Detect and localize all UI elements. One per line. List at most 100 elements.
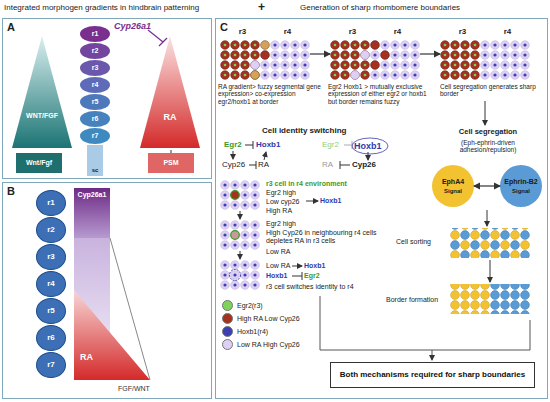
legend-swatch [222, 313, 233, 324]
node-text: r4 [284, 28, 292, 37]
flow-arrow [420, 53, 440, 54]
cell-grid: r3 r4 [220, 28, 310, 80]
node-text: r4 [504, 28, 512, 37]
coexpress-cell [261, 41, 270, 50]
rhombomere: r4 [36, 271, 66, 297]
cell-grid: r3 r4 [440, 28, 530, 80]
coexpress-cell [251, 71, 260, 80]
fuzzy-cell [361, 51, 370, 60]
r4-cells [260, 40, 310, 80]
step-note: Low cyp26 [266, 198, 326, 206]
r3-cell [231, 191, 240, 200]
spinal-cord-box: sc [87, 145, 103, 176]
rhombomere: r3 [36, 244, 66, 270]
rhombomere: r1 [80, 26, 110, 42]
cell-circle: EphA4Signal [432, 165, 474, 207]
node-text: r1 [47, 199, 55, 208]
source-box: PSM [148, 153, 194, 173]
inhibition-line [292, 276, 302, 277]
legend-text: Hoxb1(r4) [237, 328, 268, 335]
fuzzy-cell [261, 51, 270, 60]
gradient-line [110, 238, 150, 380]
panel-frame: Ar1r2r3r4r5r6r7scWnt/FgfPSM [2, 18, 212, 179]
node-text: Ephrin-B2 [504, 178, 537, 186]
flow-arrow [310, 53, 330, 54]
rhombomere: r7 [80, 128, 110, 144]
node-text: r3 [239, 28, 247, 37]
node-text: Both mechanisms required for sharp bound… [340, 371, 525, 380]
section-note: (Eph-ephrin-driven adhesion/repulsion) [432, 139, 544, 154]
step-note: Cell sorting [396, 238, 450, 246]
node-text: Signal [512, 188, 530, 195]
fuzzy-cell [371, 61, 380, 70]
flow-arrow [474, 185, 500, 186]
cell-circle: Ephrin-B2Signal [500, 165, 542, 207]
fuzzy-cell [371, 41, 380, 50]
r4-cells [220, 260, 260, 290]
gradient-label: RA [80, 352, 104, 362]
node-text: r2 [47, 226, 55, 235]
section-heading: Cell identity switching [262, 127, 372, 136]
legend-text: Low RA High Cyp26 [237, 341, 300, 348]
activation-arrow [233, 151, 234, 159]
step-note: Border formation [386, 296, 450, 304]
inhibition-bar [256, 161, 257, 169]
fuzzy-cell [251, 61, 260, 70]
node-text: r7 [47, 361, 55, 370]
r4-cells [480, 40, 530, 80]
legend-swatch [222, 300, 233, 311]
node-text: r2 [92, 47, 99, 55]
inhibition-line [344, 145, 352, 146]
heading: Generation of sharp rhombomere boundarie… [300, 4, 548, 13]
gradient-label: WNT/FGF [23, 112, 61, 120]
rhombomere: r4 [80, 77, 110, 93]
panel-letter: C [220, 21, 228, 33]
gene-label: Egr2 [322, 141, 346, 150]
node-text: sc [92, 167, 99, 174]
gene-network [233, 138, 388, 169]
legend-row: High RA Low Cyp26 [222, 313, 318, 324]
panel-letter: A [7, 21, 15, 33]
node-text: r1 [92, 30, 99, 38]
activation-arrow [306, 201, 318, 202]
gene-label: Cyp26a1 [114, 21, 164, 31]
node-text: r3 [92, 64, 99, 72]
gradient-label: RA [160, 112, 180, 122]
step-note: Low RA [266, 248, 326, 256]
r3-cells [220, 40, 260, 80]
switched-cell [230, 270, 241, 281]
node-text: r7 [92, 132, 99, 140]
fuzzy-cell [351, 71, 360, 80]
gene-label: RA [258, 161, 274, 170]
step-note: High Cyp26 in neighbouring r4 cells depl… [266, 229, 386, 245]
step-note: Cell segregation generates sharp border [440, 83, 540, 98]
feedback-loop [352, 138, 388, 154]
heading: Integrated morphogen gradients in hindbr… [4, 4, 256, 13]
mixed-cells [450, 228, 530, 258]
inhibition-line [245, 145, 253, 146]
node-text: r4 [47, 280, 55, 289]
legend-row: Low RA High Cyp26 [222, 339, 318, 350]
ephrin-cells [490, 284, 530, 314]
flow-arrow [485, 101, 486, 125]
r3-cell [231, 231, 240, 240]
step-note: r3 cell switches identity to r4 [266, 283, 394, 291]
step-note: High RA [266, 207, 326, 215]
activation-arrow [368, 152, 369, 160]
wnt-fgf-gradient [12, 36, 72, 148]
bracket-arrow [432, 350, 433, 360]
rhombomere: r2 [80, 43, 110, 59]
node-text: r4 [92, 81, 99, 89]
rhombomere: r3 [80, 60, 110, 76]
rhombomere: r5 [80, 94, 110, 110]
gradient-label: FGF/WNT [118, 385, 168, 393]
legend-swatch [222, 326, 233, 337]
gene-label: RA [322, 161, 338, 170]
flow-arrow [490, 260, 491, 282]
r4-cells [370, 40, 420, 80]
node-text: r5 [92, 98, 99, 106]
gene-label: Hoxb1 [266, 272, 296, 280]
node-text: r3 [459, 28, 467, 37]
